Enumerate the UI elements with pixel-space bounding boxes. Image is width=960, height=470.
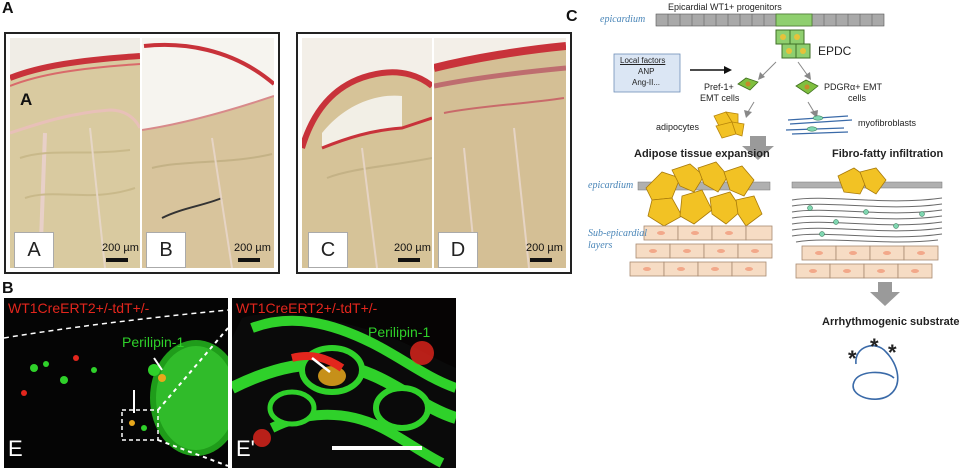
local-factors-item-1: ANP <box>638 67 655 76</box>
pdgr-label-line1: PDGRα+ EMT <box>824 82 882 92</box>
histology-image-c-graphic <box>302 38 432 268</box>
pdgr-label-line2: cells <box>848 93 867 103</box>
scale-text-d: 200 µm <box>526 242 563 254</box>
fluorescence-e-label: E <box>8 436 23 461</box>
scale-bar-b <box>238 258 260 262</box>
diagram-top-title: Epicardial WT1+ progenitors <box>668 2 782 12</box>
adipose-expansion-graphic <box>629 161 773 277</box>
star-2: * <box>870 334 879 359</box>
adipose-expansion-label: Adipose tissue expansion <box>634 148 770 160</box>
local-factors-box <box>613 53 681 93</box>
histology-label-c: C <box>308 232 348 268</box>
arrhythmia-loop <box>852 344 899 400</box>
scale-bar-a <box>106 258 128 262</box>
fluorescence-e-prime-marker: Perilipin-1 <box>368 324 431 340</box>
scale-text-a: 200 µm <box>102 242 139 254</box>
down-arrow-main <box>742 136 774 160</box>
adipocyte-cluster-small <box>713 111 745 139</box>
star-3: * <box>888 340 897 365</box>
diagram-epdc-label: EPDC <box>818 44 852 58</box>
arrhythmogenic-label: Arrhythmogenic substrate <box>822 316 960 328</box>
histology-image-a: A A 200 µm <box>10 38 140 268</box>
histology-image-d: D 200 µm <box>434 38 566 268</box>
pref1-label-line2: EMT cells <box>700 93 740 103</box>
histology-image-b-graphic <box>142 38 274 268</box>
adipocytes-label: adipocytes <box>656 122 700 132</box>
fluorescence-e-prime-label: E' <box>236 436 255 461</box>
histology-image-a-graphic <box>10 38 140 268</box>
histology-frame-ab: A A 200 µm B 200 µm <box>4 32 280 274</box>
histology-image-c: C 200 µm <box>302 38 432 268</box>
schematic-diagram-graphic <box>613 13 943 400</box>
epdc-cluster <box>775 29 811 59</box>
overlay-letter-a: A <box>20 90 33 109</box>
pdgr-cell <box>795 79 819 95</box>
panel-letter-c: C <box>566 8 578 25</box>
panel-letter-b: B <box>2 280 14 297</box>
schematic-diagram: Epicardial WT1+ progenitors epicardium E… <box>586 0 960 470</box>
epicardium-cells <box>655 13 885 27</box>
down-arrow-arrhythmia <box>870 282 900 306</box>
fluorescence-e-prime-graphic <box>232 313 456 468</box>
fluorescence-image-e: WT1CreERT2+/-tdT+/- Perilipin-1 E <box>4 298 228 468</box>
histology-frame-cd: C 200 µm D 200 µm <box>296 32 572 274</box>
sub-epicardial-line1: Sub-epicardial <box>588 228 648 239</box>
histology-image-d-graphic <box>434 38 566 268</box>
diagram-epicardium-label: epicardium <box>600 14 646 25</box>
fluorescence-e-title: WT1CreERT2+/-tdT+/- <box>8 300 150 316</box>
local-factors-title: Local factors <box>620 56 666 65</box>
fluorescence-e-graphic <box>4 309 228 467</box>
fibro-fatty-label: Fibro-fatty infiltration <box>832 148 944 160</box>
pref1-cell <box>737 77 759 91</box>
fluorescence-e-prime-title: WT1CreERT2+/-tdT+/- <box>236 300 378 316</box>
pref1-label-line1: Pref-1+ <box>704 82 734 92</box>
myofibroblasts-label: myofibroblasts <box>858 118 917 128</box>
histology-label-d: D <box>438 232 478 268</box>
fluorescence-e-marker: Perilipin-1 <box>122 334 185 350</box>
fibro-fatty-graphic <box>791 167 943 279</box>
star-1: * <box>848 346 857 371</box>
local-factors-item-2: Ang-II... <box>632 78 661 87</box>
fluorescence-image-e-prime: WT1CreERT2+/-tdT+/- Perilipin-1 E' <box>232 298 456 468</box>
panel-letter-a: A <box>2 0 14 17</box>
sub-epicardial-line2: layers <box>588 240 613 251</box>
scale-bar-d <box>530 258 552 262</box>
histology-image-b: B 200 µm <box>142 38 274 268</box>
scale-text-c: 200 µm <box>394 242 431 254</box>
scale-bar-c <box>398 258 420 262</box>
histology-label-a: A <box>14 232 54 268</box>
diagram-epicardium-label-2: epicardium <box>588 180 634 191</box>
scale-text-b: 200 µm <box>234 242 271 254</box>
histology-label-b: B <box>146 232 186 268</box>
